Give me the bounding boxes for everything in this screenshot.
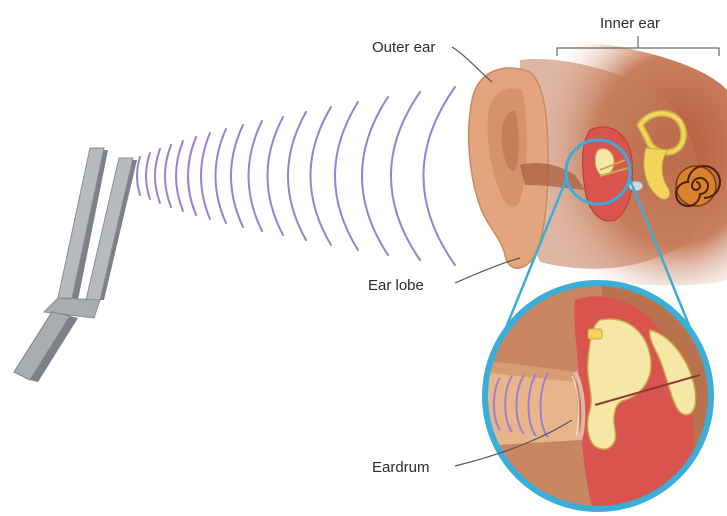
inner-ear-label: Inner ear [600, 15, 660, 32]
tuning-fork-icon [14, 148, 137, 382]
outer-ear-leader [452, 47, 492, 82]
sound-wave-icon [137, 87, 455, 265]
eardrum-label: Eardrum [372, 459, 430, 476]
outer-ear-label: Outer ear [372, 39, 435, 56]
ear-lobe-label: Ear lobe [368, 277, 424, 294]
